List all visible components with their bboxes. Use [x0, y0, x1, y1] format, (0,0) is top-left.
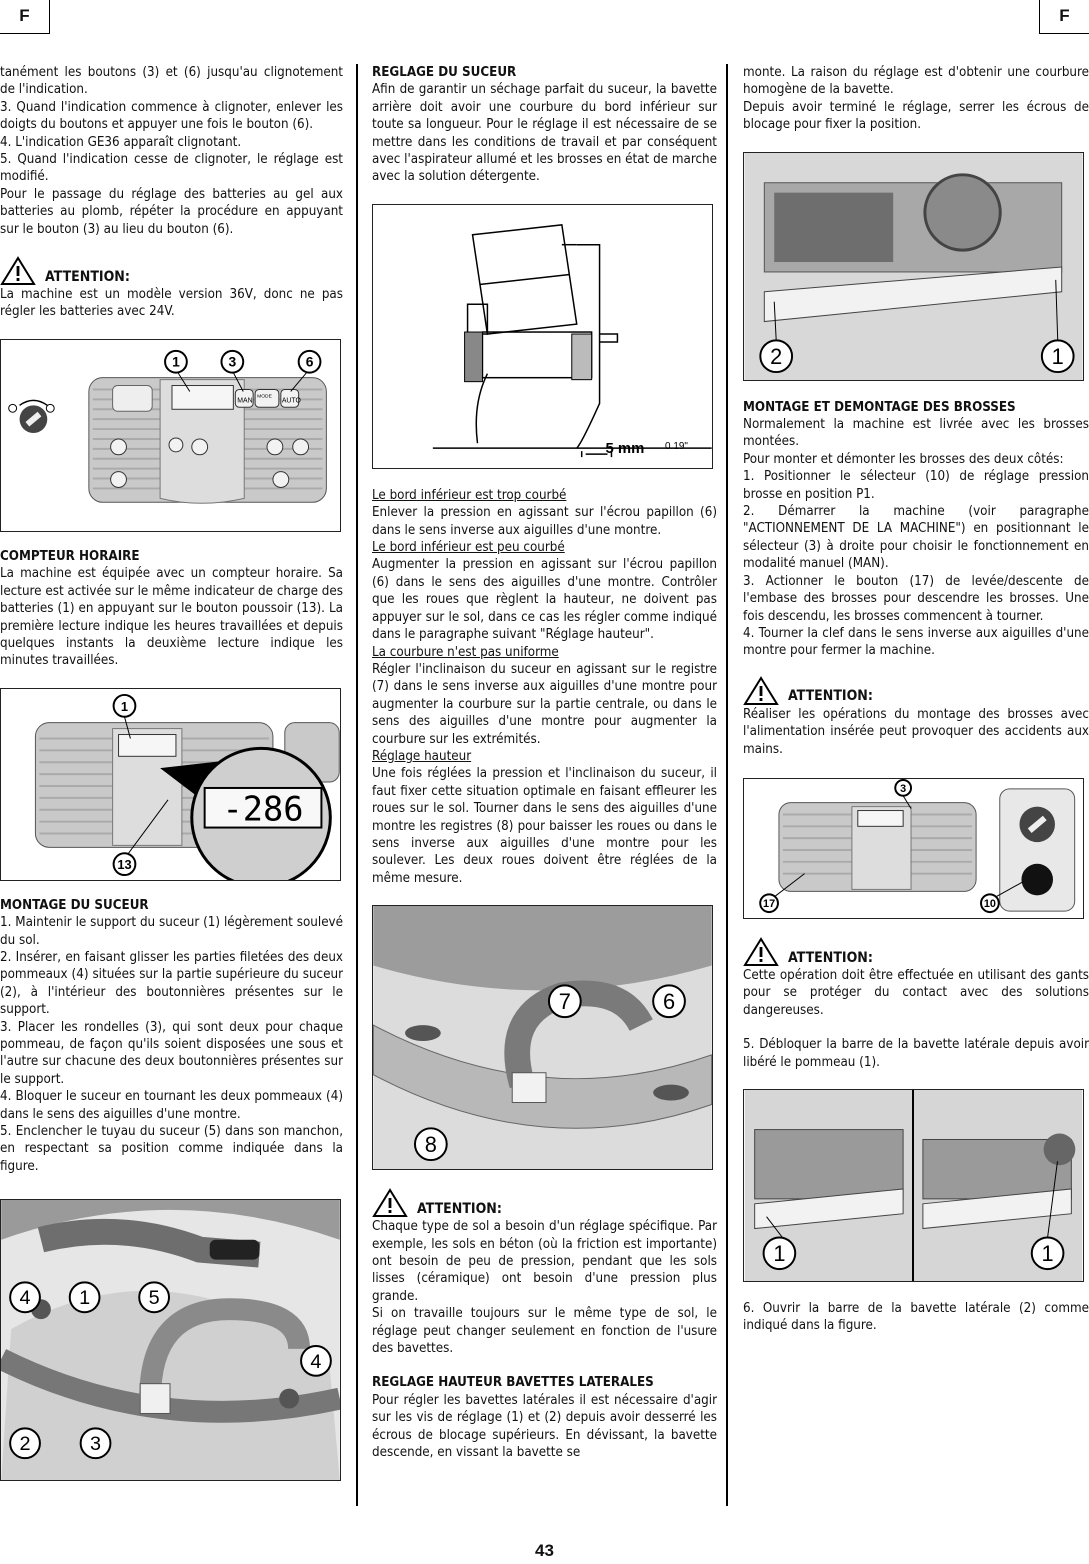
column-divider — [356, 64, 358, 1506]
figure-side-bar-release: 1 1 — [743, 1088, 1084, 1282]
key-switch-icon — [8, 399, 55, 433]
paragraph: 4. Tourner la clef dans le sens inverse … — [743, 625, 1089, 659]
paragraph: Enlever la pression en agissant sur l'éc… — [372, 505, 717, 538]
paragraph: 3. Placer les rondelles (3), qui sont de… — [0, 1019, 343, 1087]
callout-label: 2 — [770, 344, 782, 369]
paragraph: Une fois réglées la pression et l'inclin… — [372, 766, 717, 886]
paragraph: tanément les boutons (3) et (6) jusqu'au… — [0, 65, 343, 98]
callout-label: 13 — [117, 857, 131, 872]
callout-label: 1 — [1042, 1241, 1054, 1266]
column-1: tanément les boutons (3) et (6) jusqu'au… — [0, 64, 343, 1482]
callout-label: 2 — [20, 1433, 31, 1455]
column-divider — [726, 64, 728, 1506]
paragraph: Pour monter et démonter les brosses des … — [743, 451, 1064, 467]
callout-label: 3 — [229, 354, 237, 370]
callout-label: 1 — [79, 1287, 90, 1309]
warning-icon — [0, 256, 36, 286]
attention-title: ATTENTION: — [45, 268, 130, 285]
callout-label: 1 — [121, 698, 128, 713]
callout-label: 5 — [149, 1287, 160, 1309]
figure-side-squeegee: 2 1 — [743, 151, 1084, 381]
paragraph: 6. Ouvrir la barre de la bavette latéral… — [743, 1300, 1089, 1334]
warning-icon — [743, 937, 779, 966]
sub-heading: Réglage hauteur — [372, 748, 472, 764]
attention-title: ATTENTION: — [788, 949, 873, 966]
attention-title: ATTENTION: — [417, 1200, 502, 1217]
paragraph: monte. La raison du réglage est d'obteni… — [743, 65, 1089, 98]
paragraph: 5. Enclencher le tuyau du suceur (5) dan… — [0, 1124, 343, 1174]
paragraph: 1. Maintenir le support du suceur (1) lé… — [0, 915, 343, 948]
figure-control-panel: MAN MODE AUTO 1 3 6 — [0, 338, 341, 532]
paragraph: Cette opération doit être effectuée en u… — [743, 967, 1089, 1018]
callout-label: 6 — [306, 354, 314, 370]
figure-brush-controls: 3 17 10 — [743, 777, 1084, 919]
man-key-label: MAN — [237, 397, 252, 404]
sub-heading: La courbure n'est pas uniforme — [372, 644, 559, 660]
header-tag-right: F — [1039, 0, 1089, 34]
section-heading: COMPTEUR HORAIRE — [0, 548, 140, 564]
paragraph: Pour régler les bavettes latérales il es… — [372, 1392, 717, 1461]
dimension-inch: 0.19" — [665, 441, 688, 452]
callout-label: 10 — [984, 898, 996, 910]
warning-icon — [372, 1188, 408, 1218]
figure-squeegee-mounting: 4 1 5 4 2 3 — [0, 1199, 341, 1482]
section-heading: REGLAGE DU SUCEUR — [372, 65, 517, 80]
paragraph: La machine est un modèle version 36V, do… — [0, 287, 343, 320]
section-heading: REGLAGE HAUTEUR BAVETTES LATERALES — [372, 1375, 654, 1391]
paragraph: 4. Bloquer le suceur en tournant les deu… — [0, 1089, 343, 1122]
paragraph: Pour le passage du réglage des batteries… — [0, 186, 343, 237]
paragraph: Normalement la machine est livrée avec l… — [743, 417, 1089, 450]
attention-notice: ATTENTION: — [372, 1184, 717, 1218]
paragraph: La machine est équipée avec un compteur … — [0, 566, 343, 669]
callout-label: 6 — [663, 989, 675, 1014]
paragraph: Si on travaille toujours sur le même typ… — [372, 1306, 717, 1357]
paragraph: 3. Quand l'indication commence à clignot… — [0, 99, 343, 133]
dimension-mm: 5 mm — [606, 441, 645, 457]
callout-label: 8 — [425, 1132, 437, 1157]
figure-squeegee-section: 5 mm 0.19" — [372, 203, 713, 469]
paragraph: Réaliser les opérations du montage des b… — [743, 706, 1089, 757]
paragraph: 5. Quand l'indication cesse de clignoter… — [0, 152, 343, 185]
sub-heading: Le bord inférieur est peu courbé — [372, 540, 565, 556]
figure-hour-counter: -286 1 13 — [0, 687, 341, 881]
paragraph: 3. Actionner le bouton (17) de levée/des… — [743, 573, 1089, 624]
page-number: 43 — [535, 1541, 554, 1560]
paragraph: 1. Positionner le sélecteur (10) de régl… — [743, 469, 1089, 502]
attention-notice: ATTENTION: — [743, 933, 1089, 967]
column-2: REGLAGE DU SUCEUR Afin de garantir un sé… — [372, 64, 717, 1461]
paragraph: 5. Débloquer la barre de la bavette laté… — [743, 1037, 1089, 1070]
paragraph: 2. Insérer, en faisant glisser les parti… — [0, 949, 343, 1018]
callout-label: 4 — [20, 1287, 31, 1309]
attention-notice: ATTENTION: — [0, 252, 343, 286]
paragraph: 2. Démarrer la machine (voir paragraphe … — [743, 504, 1089, 572]
callout-label: 1 — [1052, 344, 1064, 369]
sub-heading: Le bord inférieur est trop courbé — [372, 487, 567, 503]
attention-title: ATTENTION: — [788, 688, 873, 705]
paragraph: Augmenter la pression en agissant sur l'… — [372, 557, 717, 643]
callout-label: 1 — [172, 354, 180, 370]
section-heading: MONTAGE DU SUCEUR — [0, 897, 149, 913]
attention-notice: ATTENTION: — [743, 672, 1089, 706]
auto-key-label: AUTO — [282, 397, 302, 404]
warning-icon — [743, 675, 779, 705]
hour-counter-display: -286 — [223, 789, 304, 828]
paragraph: 4. L'indication GE36 apparaît clignotant… — [0, 134, 242, 150]
column-3: monte. La raison du réglage est d'obteni… — [743, 64, 1089, 1335]
paragraph: Régler l'inclinaison du suceur en agissa… — [372, 661, 717, 747]
section-heading: MONTAGE ET DEMONTAGE DES BROSSES — [743, 399, 1016, 415]
paragraph: Depuis avoir terminé le réglage, serrer … — [743, 99, 1089, 133]
callout-label: 4 — [310, 1351, 321, 1373]
paragraph: Afin de garantir un séchage parfait du s… — [372, 82, 717, 185]
callout-label: 3 — [900, 783, 906, 795]
callout-label: 7 — [559, 989, 571, 1014]
header-tag-left: F — [0, 0, 50, 34]
callout-label: 17 — [763, 898, 775, 910]
paragraph: Chaque type de sol a besoin d'un réglage… — [372, 1219, 717, 1304]
callout-label: 3 — [90, 1433, 101, 1455]
figure-squeegee-registers: 7 6 8 — [372, 905, 713, 1171]
callout-label: 1 — [773, 1241, 785, 1266]
mode-key-label: MODE — [257, 393, 273, 399]
